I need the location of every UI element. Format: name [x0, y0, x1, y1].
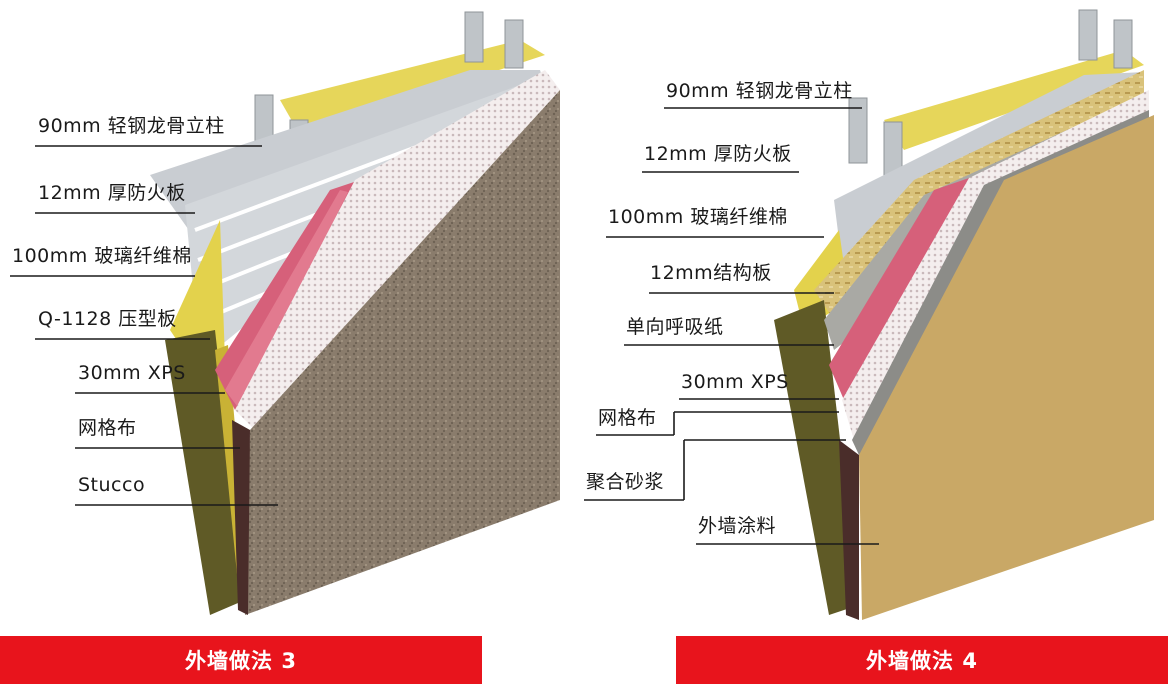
stud-side-face	[165, 330, 245, 615]
label-xps-4: 30mm XPS	[681, 371, 789, 393]
label-fireproof-board: 12mm 厚防火板	[38, 182, 186, 204]
label-paint: 外墙涂料	[698, 515, 777, 537]
label-glass-wool: 100mm 玻璃纤维棉	[12, 245, 192, 267]
caption-text-4: 外墙做法 4	[866, 649, 978, 673]
label-steel-stud-4: 90mm 轻钢龙骨立柱	[666, 80, 853, 102]
wall-illustration-4	[584, 9, 1154, 620]
wall-illustration-3	[10, 11, 560, 615]
label-breathable-paper: 单向呼吸纸	[626, 316, 724, 338]
caption-bar-4: 外墙做法 4	[676, 636, 1168, 684]
glass-wool-top-4	[884, 50, 1144, 150]
steel-stud-4	[848, 9, 1133, 183]
stud-side-face-4	[774, 300, 859, 615]
leader-lines-4	[584, 107, 879, 545]
leader-lines	[10, 145, 278, 506]
paint-face	[859, 115, 1154, 620]
label-mesh: 网格布	[78, 417, 137, 439]
mesh-layer	[235, 70, 560, 430]
label-corrugated-board: Q-1128 压型板	[38, 308, 177, 330]
label-xps: 30mm XPS	[78, 362, 186, 384]
label-stucco: Stucco	[78, 474, 146, 496]
label-mesh-4: 网格布	[598, 407, 657, 429]
label-mortar: 聚合砂浆	[586, 471, 665, 493]
label-steel-stud: 90mm 轻钢龙骨立柱	[38, 115, 225, 137]
label-fireproof-board-4: 12mm 厚防火板	[644, 143, 792, 165]
stucco-face	[245, 90, 560, 615]
caption-bar-3: 外墙做法 3	[0, 636, 482, 684]
caption-text-3: 外墙做法 3	[185, 649, 297, 673]
xps-layer-4	[829, 178, 969, 400]
wall-section-4: 90mm 轻钢龙骨立柱 12mm 厚防火板 100mm 玻璃纤维棉 12mm结构…	[584, 0, 1168, 689]
glass-wool-side	[170, 220, 225, 360]
label-glass-wool-4: 100mm 玻璃纤维棉	[608, 206, 788, 228]
wall-section-3: 90mm 轻钢龙骨立柱 12mm 厚防火板 100mm 玻璃纤维棉 Q-1128…	[0, 11, 560, 684]
label-structural-board: 12mm结构板	[650, 262, 772, 284]
